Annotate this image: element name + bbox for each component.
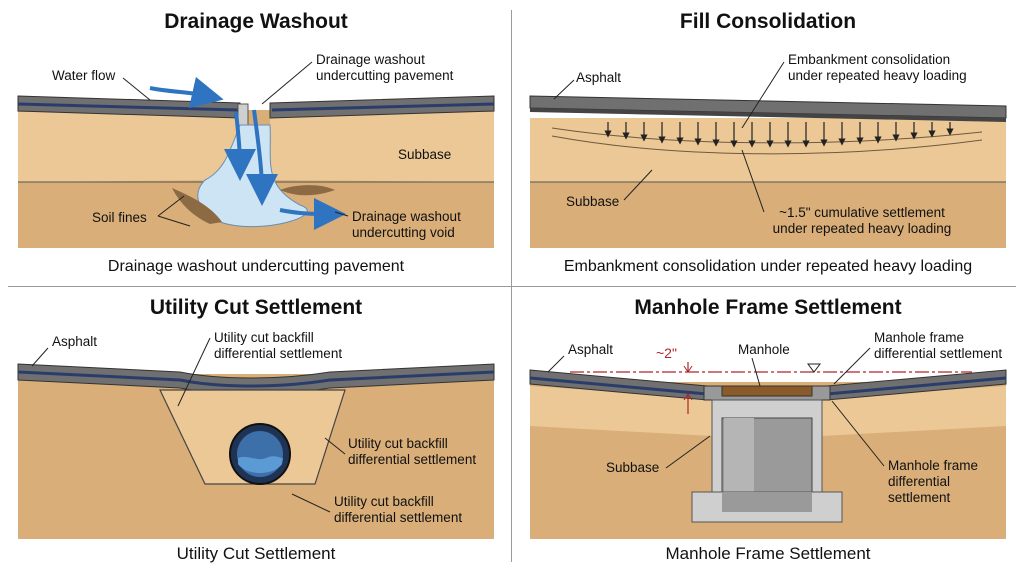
manhole-frame-diagram xyxy=(529,347,1007,539)
label-frame-mid-3: settlement xyxy=(888,490,951,505)
consolidation-curve-1 xyxy=(551,127,983,144)
label-backfill-top-2: differential settlement xyxy=(214,346,343,361)
label-void-2: undercutting void xyxy=(352,225,455,240)
label-soil-fines: Soil fines xyxy=(92,210,147,225)
subbase-layer xyxy=(530,118,1006,182)
label-embankment-1: Embankment consolidation xyxy=(788,52,951,67)
label-manhole: Manhole xyxy=(738,342,790,357)
water-flow-arrow xyxy=(149,76,224,109)
soil-fines-right xyxy=(280,185,335,196)
label-settlement-1: ~1.5" cumulative settlement xyxy=(779,205,945,220)
drainage-washout-diagram xyxy=(17,61,495,248)
panel-drainage-washout: Drainage Washout Water flow Drainage was… xyxy=(0,0,512,286)
label-frame-top-1: Manhole frame xyxy=(874,330,965,345)
panel-title: Drainage Washout xyxy=(164,10,348,33)
subbase-layer xyxy=(18,112,240,182)
label-washout-top-2: undercutting pavement xyxy=(316,68,454,83)
membrane-right xyxy=(826,376,1007,396)
fill-consolidation-diagram xyxy=(529,61,1007,248)
label-frame-top-2: differential settlement xyxy=(874,346,1003,361)
horizontal-divider xyxy=(8,286,1016,287)
panel-caption: Manhole Frame Settlement xyxy=(665,544,871,563)
asphalt-base xyxy=(530,108,1006,122)
panel-caption: Embankment consolidation under repeated … xyxy=(563,258,973,275)
label-subbase: Subbase xyxy=(398,147,452,162)
label-frame-mid-1: Manhole frame xyxy=(888,458,979,473)
label-backfill-top-1: Utility cut backfill xyxy=(214,330,314,345)
soil-fines xyxy=(172,188,222,224)
settlement-arrows xyxy=(604,122,954,148)
subbase-layer xyxy=(530,386,712,436)
subbase-layer-right xyxy=(822,386,1006,436)
panel-title: Utility Cut Settlement xyxy=(149,296,363,319)
panel-manhole-frame: Manhole Frame Settlement Asphalt ~2" Man… xyxy=(512,286,1024,572)
label-asphalt: Asphalt xyxy=(52,334,98,349)
water-down-arrow-1 xyxy=(223,111,256,181)
label-void-1: Drainage washout xyxy=(352,209,461,224)
utility-cut-diagram xyxy=(17,337,495,539)
water-out-arrow xyxy=(279,197,346,230)
membrane-right xyxy=(271,102,495,112)
manhole-cover xyxy=(721,385,813,397)
label-backfill-mid-2: differential settlement xyxy=(348,452,477,467)
label-settlement-2: under repeated heavy loading xyxy=(772,221,952,236)
label-subbase: Subbase xyxy=(566,194,620,209)
panel-caption: Drainage washout undercutting pavement xyxy=(107,258,405,275)
water-down-arrow-2 xyxy=(245,109,278,206)
label-backfill-bot-1: Utility cut backfill xyxy=(334,494,434,509)
label-asphalt: Asphalt xyxy=(568,342,614,357)
panel-title: Fill Consolidation xyxy=(679,10,857,33)
label-backfill-mid-1: Utility cut backfill xyxy=(348,436,448,451)
panel-fill-consolidation: Fill Consolidation Asphalt Embankment co… xyxy=(512,0,1024,286)
panel-caption: Utility Cut Settlement xyxy=(176,544,336,563)
panel-title: Manhole Frame Settlement xyxy=(634,296,902,319)
subbase-layer-right xyxy=(270,112,494,182)
membrane-left xyxy=(529,376,708,396)
label-asphalt: Asphalt xyxy=(576,70,622,85)
panel-utility-cut: Utility Cut Settlement Asphalt Utility c… xyxy=(0,286,512,572)
label-backfill-bot-2: differential settlement xyxy=(334,510,463,525)
label-embankment-2: under repeated heavy loading xyxy=(788,68,967,83)
label-two-inch: ~2" xyxy=(656,345,677,361)
membrane-line xyxy=(17,370,495,388)
membrane-left xyxy=(17,102,239,112)
label-washout-top-1: Drainage washout xyxy=(316,52,425,67)
label-frame-mid-2: differential xyxy=(888,474,951,489)
label-water-flow: Water flow xyxy=(52,68,116,83)
label-subbase: Subbase xyxy=(606,460,660,475)
consolidation-curve-2 xyxy=(551,135,983,155)
